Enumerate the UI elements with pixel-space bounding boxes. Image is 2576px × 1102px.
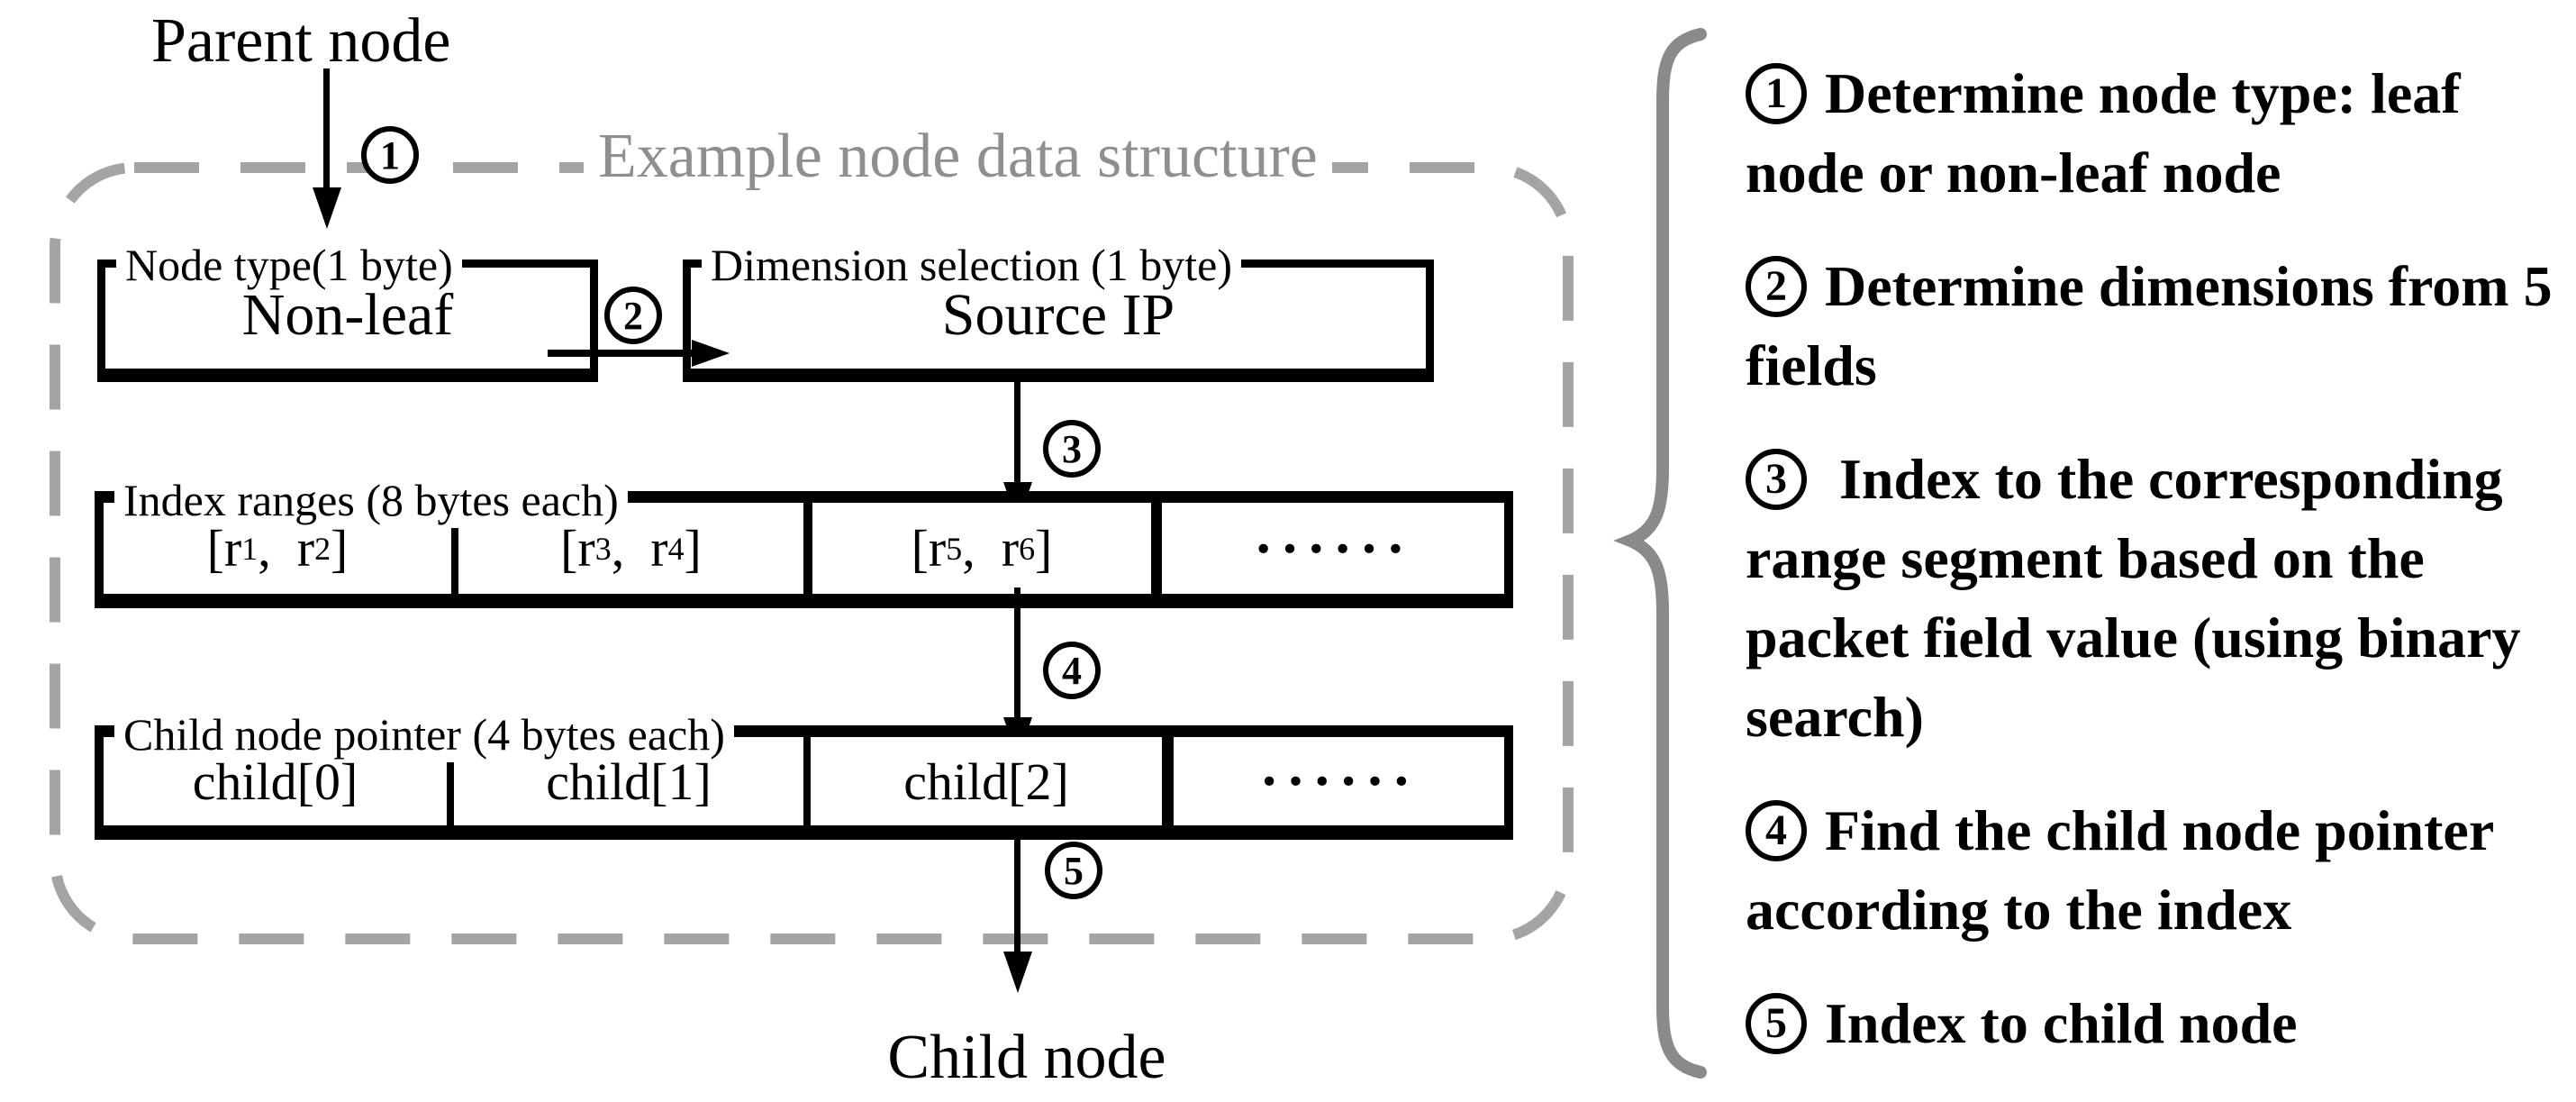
child-pointer-row: Child node pointer (4 bytes each) child[…: [95, 706, 1513, 840]
step-4-circle: 4: [1043, 642, 1101, 699]
legend-step-5-circle: 5: [1746, 993, 1807, 1055]
container-title: Example node data structure: [584, 121, 1332, 193]
legend-item-5-text: Index to child node: [1825, 991, 2298, 1055]
dimension-selection-value: Source IP: [941, 282, 1175, 348]
node-type-box: Node type(1 byte) Non-leaf: [97, 237, 598, 382]
dimension-selection-box: Dimension selection (1 byte) Source IP: [683, 237, 1434, 382]
legend-item-5: 5 Index to child node: [1746, 984, 2576, 1063]
legend-step-3-circle: 3: [1746, 449, 1807, 511]
step-1-circle: 1: [361, 126, 419, 184]
step-5-circle: 5: [1045, 842, 1102, 899]
child-pointer-cell-2: child[2]: [903, 751, 1069, 811]
legend-item-3: 3 Index to the corresponding range segme…: [1746, 440, 2576, 757]
child-pointer-label: Child node pointer (4 bytes each): [114, 706, 734, 762]
child-pointer-cell-ellipsis: ······: [1162, 737, 1504, 825]
step-2-circle: 2: [604, 287, 662, 344]
parent-node-label: Parent node: [151, 6, 451, 76]
child-node-label: Child node: [887, 1023, 1166, 1092]
node-type-value: Non-leaf: [241, 282, 454, 348]
arrow-2-head: [692, 340, 730, 367]
arrow-1-head: [313, 187, 341, 229]
legend-item-3-text: Index to the corresponding range segment…: [1746, 447, 2521, 749]
index-ranges-label: Index ranges (8 bytes each): [114, 472, 628, 528]
index-range-cell-ellipsis: ······: [1253, 515, 1413, 580]
arrow-5-head: [1003, 952, 1032, 993]
arrow-4-line: [1014, 587, 1020, 723]
legend-step-4-circle: 4: [1746, 800, 1807, 862]
arrow-2-line: [548, 350, 694, 357]
arrow-1-line: [323, 68, 330, 191]
legend-item-1-text: Determine node type: leaf node or non-le…: [1746, 61, 2461, 205]
arrow-5-line: [1014, 825, 1020, 953]
legend-step-2-circle: 2: [1746, 256, 1807, 318]
dimension-selection-box-label: Dimension selection (1 byte): [702, 237, 1242, 293]
arrow-3-line: [1014, 374, 1020, 494]
legend-item-2-text: Determine dimensions from 5 fields: [1746, 254, 2553, 397]
step-3-circle: 3: [1043, 420, 1101, 478]
legend-step-1-circle: 1: [1746, 63, 1807, 125]
node-type-box-label: Node type(1 byte): [116, 237, 462, 293]
legend-item-4-text: Find the child node pointer according to…: [1746, 798, 2495, 942]
